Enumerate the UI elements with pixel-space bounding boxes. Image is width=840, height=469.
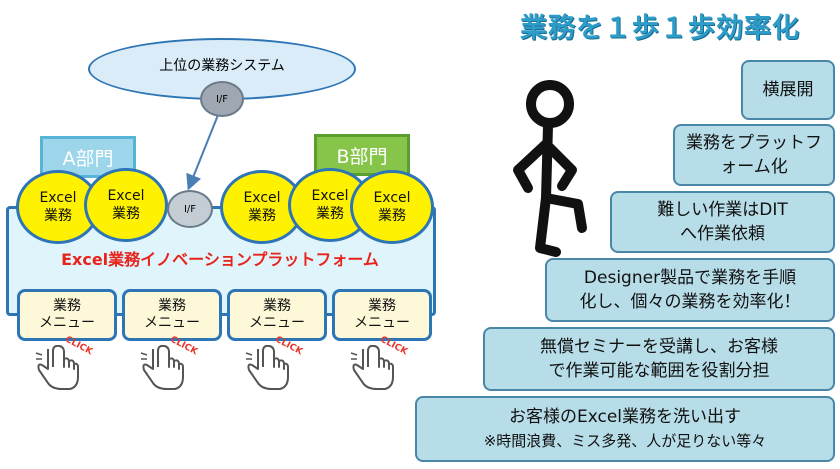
hand-pointer-icon bbox=[140, 345, 184, 390]
step-text: 化し、個々の業務を効率化！ bbox=[579, 292, 801, 312]
climbing-figure-icon bbox=[513, 80, 587, 257]
step-1: お客様のExcel業務を洗い出す ※時間浪費、ミス多発、人が足りない等々 bbox=[415, 396, 835, 462]
menu-line1: 業務 bbox=[53, 298, 81, 314]
step-text: 業務をプラットフ bbox=[686, 133, 822, 153]
upper-system-label: 上位の業務システム bbox=[159, 58, 285, 74]
platform-label: Excel業務イノベーションプラットフォーム bbox=[61, 250, 379, 269]
step-text: へ作業依頼 bbox=[680, 224, 765, 244]
dept-b-text: B部門 bbox=[336, 145, 388, 168]
step-2: 無償セミナーを受講し、お客様 で作業可能な範囲を役割分担 bbox=[483, 327, 835, 391]
dept-a-label: A部門 bbox=[40, 136, 136, 178]
step-6: 横展開 bbox=[741, 60, 835, 120]
excel-line2: 業務 bbox=[44, 208, 72, 224]
if-circle-top: I/F bbox=[200, 81, 244, 117]
menu-button-2[interactable]: 業務 メニュー bbox=[122, 289, 222, 341]
menu-line2: メニュー bbox=[354, 315, 410, 331]
menu-line2: メニュー bbox=[249, 315, 305, 331]
step-text: 難しい作業はDIT bbox=[657, 200, 788, 220]
if-circle-platform: I/F bbox=[167, 190, 213, 228]
step-text: で作業可能な範囲を役割分担 bbox=[548, 361, 770, 381]
excel-line1: Excel bbox=[39, 190, 77, 206]
step-text: お客様のExcel業務を洗い出す bbox=[508, 407, 742, 427]
menu-line2: メニュー bbox=[144, 315, 200, 331]
hand-pointer-icon bbox=[35, 345, 79, 390]
excel-bubble-2: Excel 業務 bbox=[84, 168, 168, 242]
menu-button-3[interactable]: 業務 メニュー bbox=[227, 289, 327, 341]
excel-line1: Excel bbox=[311, 188, 349, 204]
step-text: 無償セミナーを受講し、お客様 bbox=[540, 337, 778, 357]
step-text: ォーム化 bbox=[720, 157, 788, 177]
step-3: Designer製品で業務を手順 化し、個々の業務を効率化！ bbox=[545, 258, 835, 322]
if-label: I/F bbox=[183, 203, 197, 215]
hand-pointer-icon bbox=[245, 345, 289, 390]
dept-a-text: A部門 bbox=[62, 147, 114, 170]
step-4: 難しい作業はDIT へ作業依頼 bbox=[610, 191, 835, 253]
excel-line2: 業務 bbox=[112, 206, 140, 222]
excel-line1: Excel bbox=[373, 190, 411, 206]
excel-line2: 業務 bbox=[248, 208, 276, 224]
step-text: Designer製品で業務を手順 bbox=[583, 268, 797, 288]
excel-line2: 業務 bbox=[378, 208, 406, 224]
hand-pointer-icon bbox=[350, 345, 394, 390]
menu-line1: 業務 bbox=[263, 298, 291, 314]
step-text: 横展開 bbox=[762, 80, 814, 100]
menu-line1: 業務 bbox=[368, 298, 396, 314]
excel-line1: Excel bbox=[243, 190, 281, 206]
menu-line2: メニュー bbox=[39, 315, 95, 331]
menu-button-1[interactable]: 業務 メニュー bbox=[17, 289, 117, 341]
page-title: 業務を１歩１歩効率化 bbox=[520, 13, 800, 44]
if-label: I/F bbox=[215, 93, 229, 105]
menu-line1: 業務 bbox=[158, 298, 186, 314]
menu-button-4[interactable]: 業務 メニュー bbox=[332, 289, 432, 341]
step-text: ※時間浪費、ミス多発、人が足りない等々 bbox=[483, 432, 767, 450]
step-5: 業務をプラットフ ォーム化 bbox=[673, 124, 835, 186]
excel-line1: Excel bbox=[107, 188, 145, 204]
excel-line2: 業務 bbox=[316, 206, 344, 222]
excel-bubble-5: Excel 業務 bbox=[350, 170, 434, 244]
